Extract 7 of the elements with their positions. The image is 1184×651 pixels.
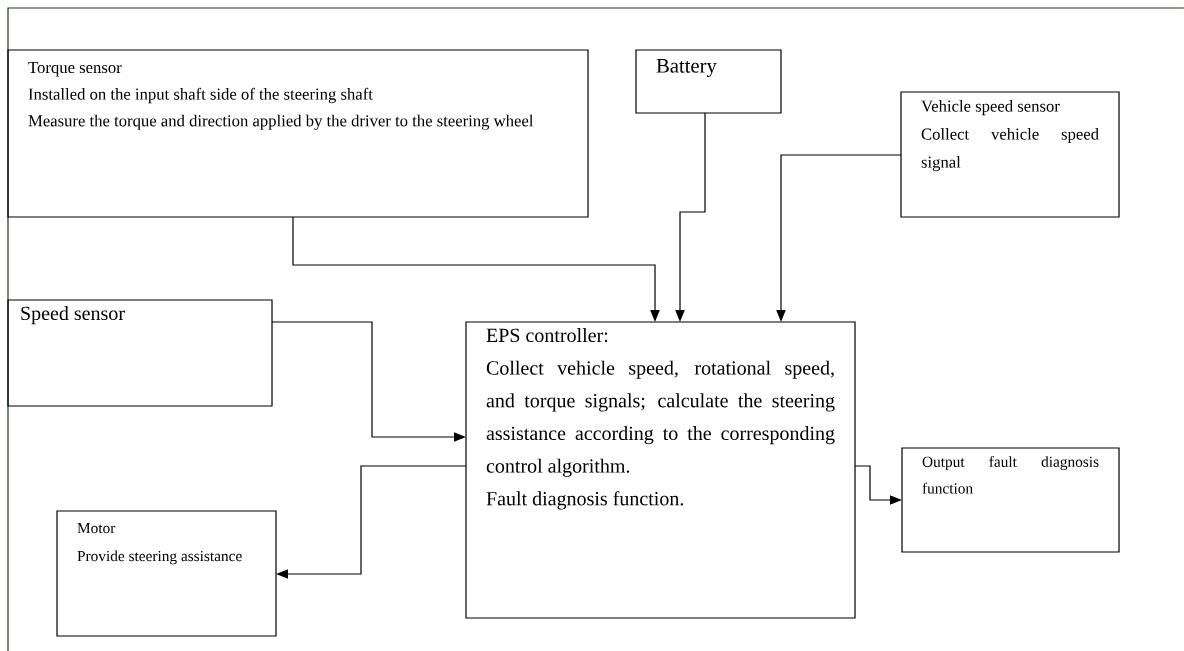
process-box: Torque sensor Installed on the input shaft side of the steering shaft Measure the torque and direction applied by the driver to the steering wheel	[7, 49, 589, 218]
process-box: Speed sensor	[7, 299, 273, 407]
process-box: Motor Provide steering assistance	[56, 510, 277, 637]
process-box: Vehicle speed sensor Collect vehicle speed signal	[900, 91, 1120, 218]
process-box: EPS controller: Collect vehicle speed, rotational speed, and torque signals; calculate the steering assistance according to the corresponding control algorithm. Fault diagnosis function.	[465, 321, 856, 619]
process-box: Output fault diagnosis function	[901, 447, 1120, 553]
process-box: Battery	[635, 49, 782, 114]
